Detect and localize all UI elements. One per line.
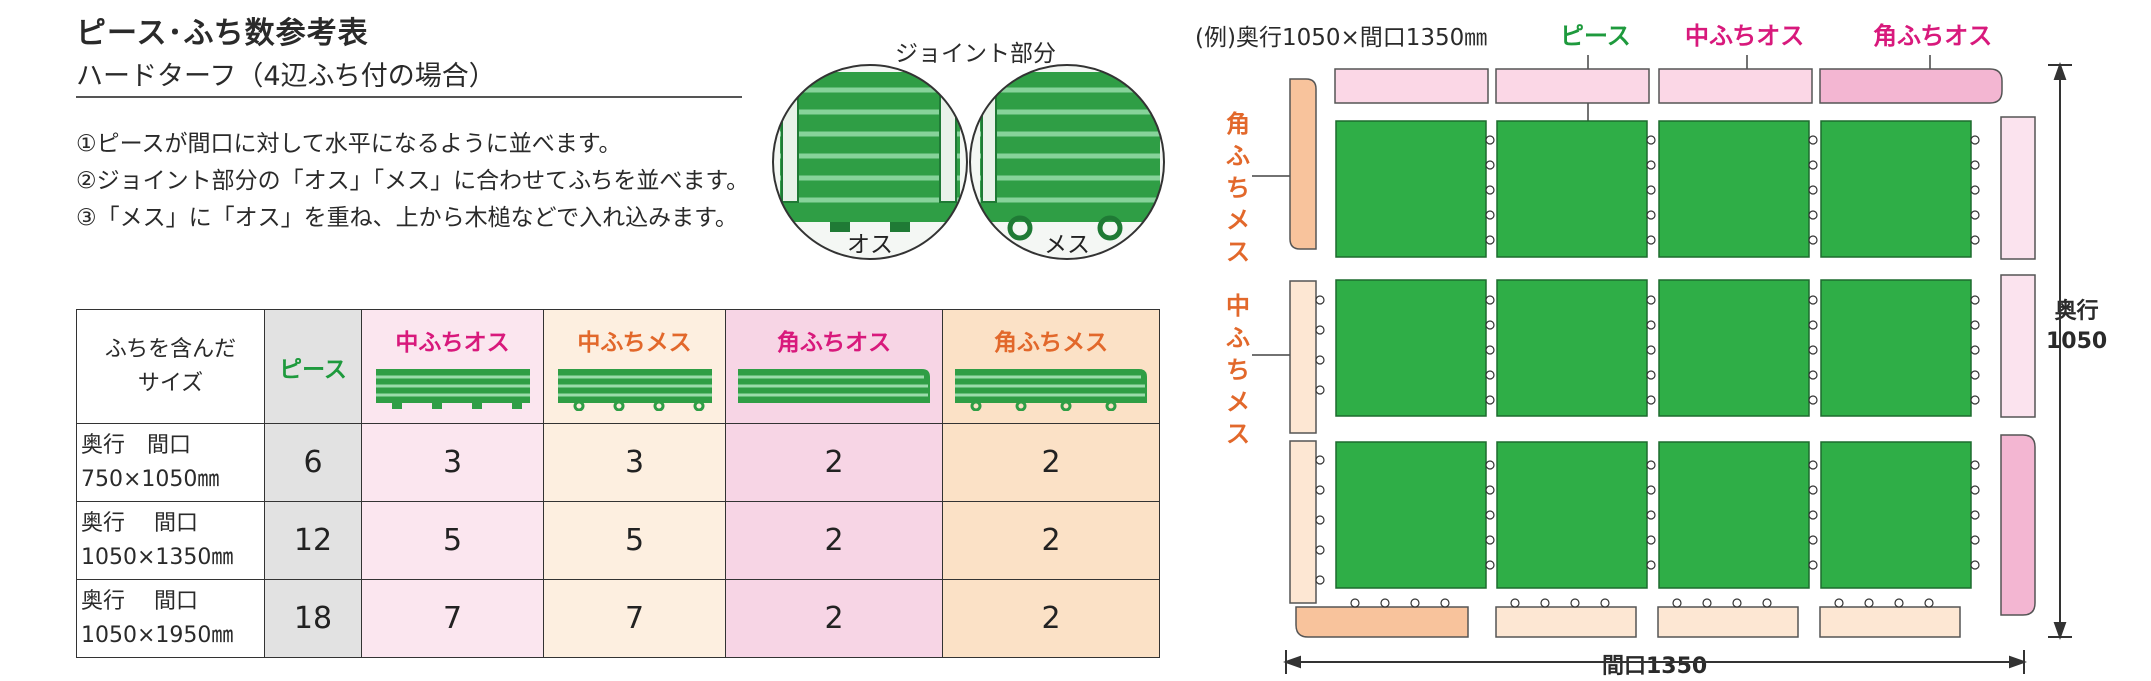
corner-male-header-label: 角ふちオス [776, 329, 892, 356]
piece-tile [1820, 279, 1972, 417]
piece-grid [1335, 120, 1972, 589]
table-row: 奥行 間口 1050×1950㎜ 18 7 7 2 2 [76, 579, 1160, 658]
mid-female-char: ス [1226, 420, 1250, 448]
instruction-step-2: ②ジョイント部分の「オス」「メス」に合わせてふちを並べます。 [76, 168, 750, 194]
right-edges [2000, 116, 2036, 616]
bottom-edges [1295, 606, 1961, 638]
corner-male-tile-image [738, 368, 930, 403]
row-size-dimension-names: 奥行 間口 [81, 588, 198, 614]
mid-male-column-header: 中ふちオス [361, 309, 544, 424]
piece-tile [1658, 441, 1810, 589]
piece-tile [1496, 120, 1648, 258]
reference-table: ふちを含んだ サイズ ピース 中ふちオス 中ふちメス 角ふちオス [76, 309, 1160, 658]
corner-female-char: メ [1226, 206, 1250, 234]
depth-label-value: 1050 [2046, 329, 2108, 354]
row-size-dimensions: 1050×1350㎜ [81, 544, 234, 570]
mid-male-header-label: 中ふちオス [395, 329, 510, 356]
instruction-step-1: ①ピースが間口に対して水平になるように並べます。 [76, 131, 622, 157]
diagram-example-caption: (例)奥行1050×間口1350㎜ [1195, 25, 1488, 51]
table-row: 奥行 間口 750×1050㎜ 6 3 3 2 2 [76, 423, 1160, 502]
mid-female-count-cell: 3 [543, 423, 726, 502]
corner-female-char: ス [1226, 238, 1250, 266]
corner-female-count-cell: 2 [942, 579, 1160, 658]
mid-female-char: ふ [1226, 324, 1250, 352]
piece-tile [1335, 120, 1487, 258]
mid-female-column-header: 中ふちメス [543, 309, 726, 424]
piece-tile [1658, 120, 1810, 258]
mid-female-callout-label: 中 ふ ち メ ス [1226, 290, 1250, 450]
corner-female-count-cell: 2 [942, 501, 1160, 580]
mid-male-callout-label: 中ふちオス [1685, 22, 1805, 50]
piece-column-header: ピース [264, 309, 362, 424]
row-size-label: 奥行 間口 1050×1950㎜ [76, 579, 265, 658]
corner-male-count-cell: 2 [725, 501, 943, 580]
table-row: 奥行 間口 1050×1350㎜ 12 5 5 2 2 [76, 501, 1160, 580]
row-size-dimension-names: 奥行 間口 [81, 510, 198, 536]
piece-tile [1820, 441, 1972, 589]
corner-female-header-label: 角ふちメス [993, 329, 1109, 356]
table-header-row: ふちを含んだ サイズ ピース 中ふちオス 中ふちメス 角ふちオス [76, 309, 1160, 424]
corner-male-count-cell: 2 [725, 423, 943, 502]
piece-tile [1335, 441, 1487, 589]
row-size-label: 奥行 間口 1050×1350㎜ [76, 501, 265, 580]
mid-female-char: 中 [1226, 292, 1250, 320]
row-size-dimensions: 750×1050㎜ [81, 466, 220, 492]
mid-female-char: メ [1226, 388, 1250, 416]
size-header-line-1: ふちを含んだ [104, 336, 237, 362]
row-size-dimension-names: 奥行 間口 [81, 432, 192, 458]
size-header-line-2: サイズ [137, 370, 204, 396]
corner-female-tile-image [955, 368, 1147, 411]
row-size-label: 奥行 間口 750×1050㎜ [76, 423, 265, 502]
layout-diagram [1252, 55, 2072, 674]
piece-tile [1335, 279, 1487, 417]
depth-label-text: 奥行 [2054, 299, 2099, 324]
female-joint-label: メス [1044, 232, 1090, 258]
instruction-step-3: ③「メス」に「オス」を重ね、上から木槌などで入れ込みます。 [76, 205, 738, 231]
mid-male-count-cell: 5 [361, 501, 544, 580]
top-mid-male-edges [1334, 68, 2003, 104]
corner-male-column-header: 角ふちオス [725, 309, 943, 424]
mid-female-header-label: 中ふちメス [577, 329, 692, 356]
piece-count-cell: 18 [264, 579, 362, 658]
corner-female-char: ち [1226, 174, 1250, 202]
piece-count-cell: 6 [264, 423, 362, 502]
mid-male-count-cell: 7 [361, 579, 544, 658]
depth-dimension-label: 奥行 1050 [2046, 297, 2107, 357]
page-title: ピース･ふち数参考表 [76, 16, 369, 51]
size-column-header: ふちを含んだ サイズ [76, 309, 265, 424]
mid-female-count-cell: 5 [543, 501, 726, 580]
piece-count-cell: 12 [264, 501, 362, 580]
male-joint-label: オス [847, 232, 893, 258]
dimension-lines [1283, 62, 2072, 674]
piece-tile [1496, 441, 1648, 589]
width-dimension-label: 間口1350 [1596, 648, 1714, 680]
page-subtitle: ハードターフ（4辺ふち付の場合） [76, 61, 496, 92]
row-size-dimensions: 1050×1950㎜ [81, 622, 234, 648]
mid-female-tile-image [557, 368, 712, 411]
mid-male-tile-image [375, 368, 530, 409]
piece-callout-label: ピース [1560, 22, 1631, 50]
corner-female-callout-label: 角 ふ ち メ ス [1226, 108, 1250, 268]
corner-female-char: 角 [1226, 110, 1250, 138]
mid-female-count-cell: 7 [543, 579, 726, 658]
left-edges [1289, 78, 1317, 604]
corner-female-count-cell: 2 [942, 423, 1160, 502]
female-joint-closeup [970, 65, 1164, 259]
corner-female-column-header: 角ふちメス [942, 309, 1160, 424]
mid-female-char: ち [1226, 356, 1250, 384]
corner-male-count-cell: 2 [725, 579, 943, 658]
connector-knobs [1315, 135, 1980, 608]
piece-tile [1496, 279, 1648, 417]
title-divider [76, 96, 742, 98]
corner-male-callout-label: 角ふちオス [1873, 22, 1993, 50]
piece-tile [1658, 279, 1810, 417]
male-joint-closeup [773, 65, 967, 259]
piece-tile [1820, 120, 1972, 258]
joint-illustration: オス メス [772, 64, 1165, 260]
joint-section-title: ジョイント部分 [895, 41, 1056, 67]
corner-female-char: ふ [1226, 142, 1250, 170]
mid-male-count-cell: 3 [361, 423, 544, 502]
